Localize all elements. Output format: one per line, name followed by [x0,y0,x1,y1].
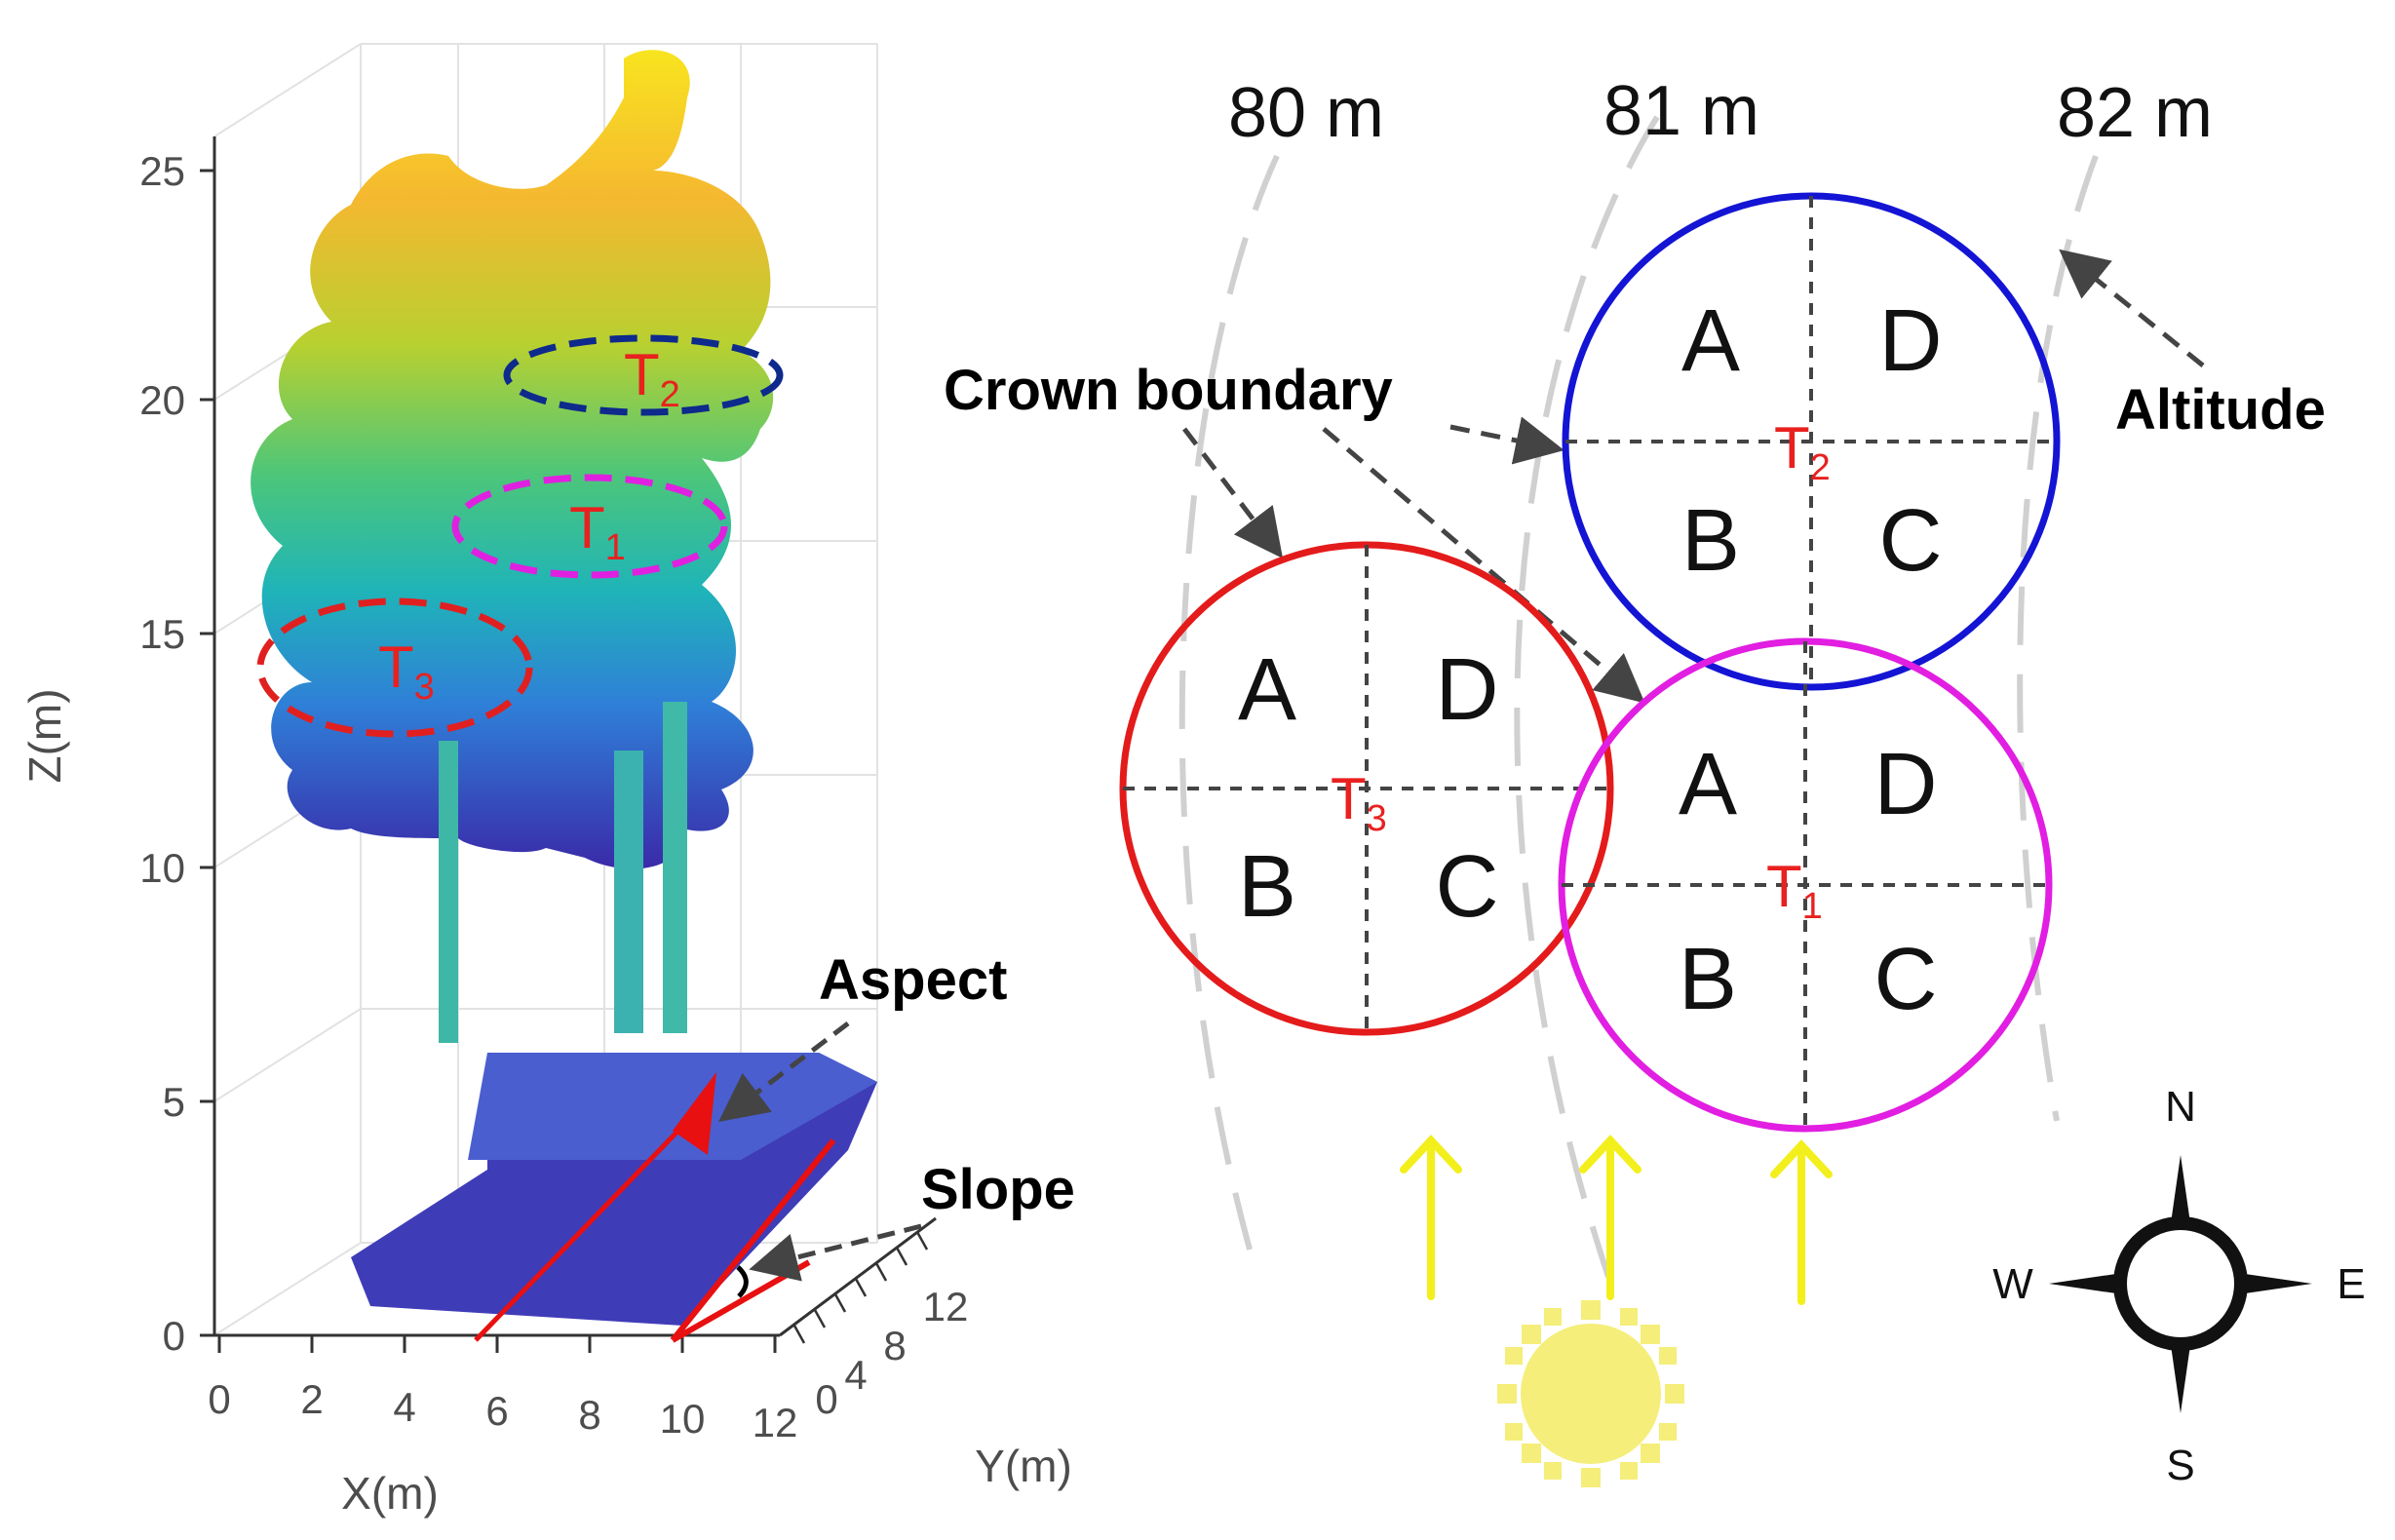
crown-t3: A D B C T3 [1119,541,1614,1036]
compass-icon: N S W E [1992,1083,2365,1489]
x-tick-label: 8 [578,1392,600,1438]
compass-south: S [2166,1442,2194,1489]
sun-ray-arrow [1400,1135,1462,1300]
quadrant-a: A [1679,736,1737,833]
z-tick-marks [200,169,214,1337]
x-tick-label: 0 [208,1376,230,1422]
x-tick-label: 10 [660,1396,706,1442]
crown-t2: A D B C T2 [1562,192,2061,691]
annotation-pointers [1182,249,2205,704]
quadrant-a: A [1681,292,1740,390]
altitude-label: Altitude [2115,378,2326,442]
quadrant-d: D [1874,736,1938,833]
crown-t1-label: T1 [1766,854,1823,927]
crown-diagram: 80 m 81 m 82 m Crown boundary Altitude A… [944,72,2366,1489]
contour-label-81m: 81 m [1603,72,1759,150]
sun-ray-arrow [1579,1135,1642,1300]
contour-label-82m: 82 m [2057,74,2213,152]
x-tick-label: 12 [753,1400,798,1445]
quadrant-d: D [1436,641,1499,739]
sun-ray-arrow [1770,1139,1833,1305]
tree-t3-label: T3 [378,635,435,708]
z-tick-label: 15 [139,611,185,657]
x-tick-label: 6 [485,1388,508,1434]
compass-west: W [1992,1260,2033,1308]
contour-label-80m: 80 m [1228,74,1384,152]
x-tick-label: 2 [300,1376,323,1422]
pointcloud-plot: 0 5 10 15 20 25 0 2 4 6 8 10 12 0 4 8 12… [19,43,1075,1519]
quadrant-d: D [1879,292,1943,390]
crown-t3-label: T3 [1331,766,1387,839]
quadrant-c: C [1879,492,1943,590]
aspect-label: Aspect [819,948,1007,1012]
tree-t1-ellipse [451,474,728,579]
aspect-arrow [474,1072,716,1342]
tree-t1-label: T1 [569,495,626,568]
crown-boundary-label: Crown boundary [944,359,1393,422]
slope-label: Slope [921,1158,1075,1221]
quadrant-a: A [1238,641,1296,739]
z-tick-label: 5 [163,1079,185,1125]
tree-pointcloud [251,50,877,1326]
y-tick-label: 12 [923,1284,969,1329]
compass-north: N [2165,1083,2196,1131]
sun-icon [1497,1300,1684,1487]
quadrant-b: B [1238,838,1296,936]
quadrant-b: B [1679,931,1737,1028]
x-tick-marks [217,1335,777,1353]
z-tick-label: 25 [139,148,185,194]
z-tick-label: 0 [163,1313,185,1359]
quadrant-b: B [1681,492,1740,590]
z-tick-label: 20 [139,377,185,423]
tree-t3-ellipse [256,597,533,738]
tree-t2-ellipse [503,334,784,416]
z-axis-label: Z(m) [19,688,70,783]
crown-t2-label: T2 [1774,415,1831,488]
z-tick-label: 10 [139,845,185,891]
x-tick-label: 4 [393,1384,415,1430]
quadrant-c: C [1436,838,1499,936]
x-axis-label: X(m) [341,1468,439,1519]
y-tick-label: 8 [883,1323,906,1368]
sun-rays [1400,1135,1833,1305]
quadrant-c: C [1874,931,1938,1028]
slope-pointer [749,1223,922,1282]
crown-t1: A D B C T1 [1558,637,2053,1133]
y-axis-label: Y(m) [975,1441,1072,1491]
compass-east: E [2337,1260,2365,1308]
y-tick-label: 0 [815,1376,837,1422]
tree-t2-label: T2 [624,342,680,415]
y-tick-marks [792,1231,929,1344]
y-tick-label: 4 [844,1352,867,1398]
